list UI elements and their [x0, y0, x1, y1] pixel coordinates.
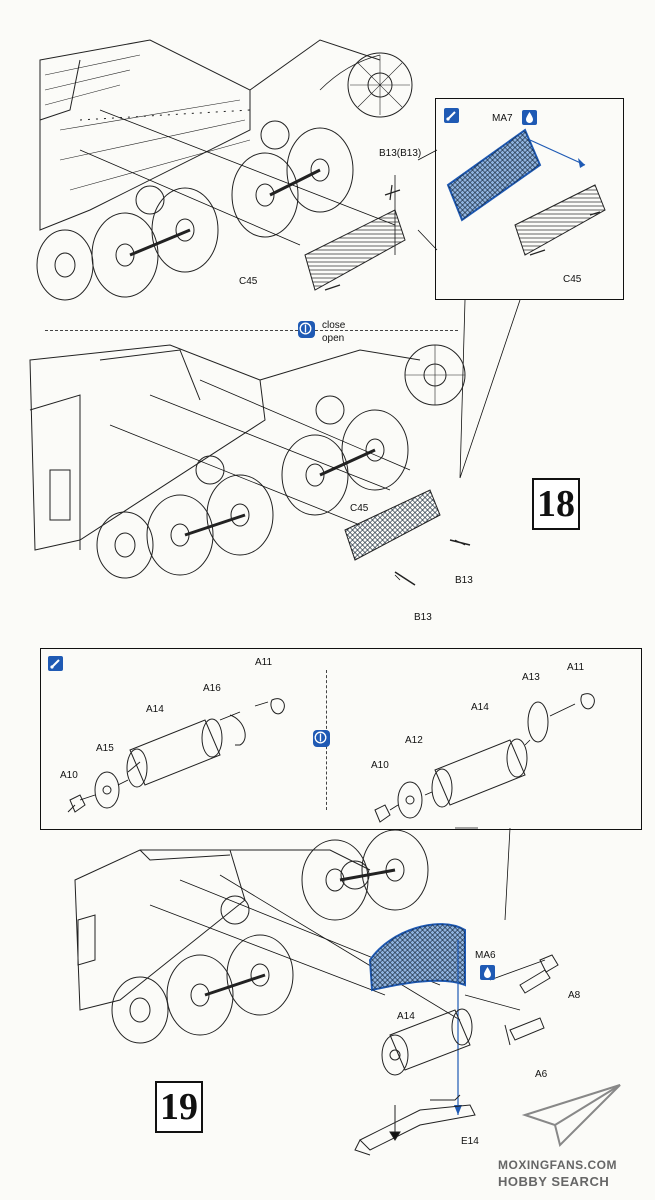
label-e14: E14 [461, 1136, 479, 1147]
label-a11-left: A11 [255, 657, 273, 668]
watermark-line2: HOBBY SEARCH [498, 1174, 610, 1189]
glue-icon [444, 108, 459, 123]
label-b13-bottom: B13 [414, 612, 432, 623]
callout-lines [417, 149, 521, 479]
label-a16: A16 [203, 683, 221, 694]
arrows-19-right [389, 703, 576, 811]
arrows-19-left [79, 701, 269, 801]
muffler-option-right [374, 693, 595, 823]
watermark-line1: MOXINGFANS.COM [498, 1158, 618, 1172]
bracket-e14 [354, 1094, 476, 1156]
mesh-screen-c45-lower [344, 489, 471, 586]
arrows-18b [109, 379, 466, 581]
label-a12: A12 [405, 735, 423, 746]
option-toggle-icon [298, 321, 315, 338]
muffler-a14-main [381, 1008, 473, 1076]
paint-icon [522, 110, 537, 125]
muffler-option-left [67, 698, 285, 813]
label-b13-b13: B13(B13) [379, 148, 422, 159]
hull-step19-drawing [74, 829, 429, 1044]
inset-panel-step18 [435, 98, 624, 300]
mesh-guard-ma6 [368, 923, 466, 1115]
label-close: close [322, 320, 346, 331]
inset-grille [514, 184, 606, 256]
grille-c45-top [304, 184, 406, 291]
label-open: open [322, 333, 345, 344]
label-a6: A6 [535, 1069, 548, 1080]
arrows-19-main [149, 874, 546, 1021]
label-a10-left: A10 [60, 770, 78, 781]
inset-panel-step19 [40, 648, 642, 830]
label-a10-right: A10 [371, 760, 389, 771]
step-number-18: 18 [532, 478, 580, 530]
label-a15: A15 [96, 743, 114, 754]
label-ma7: MA7 [492, 113, 513, 124]
label-a14-main: A14 [397, 1011, 415, 1022]
label-c45-top: C45 [239, 276, 258, 287]
label-c45-inset: C45 [563, 274, 582, 285]
hull-closed-drawing [36, 39, 413, 301]
hull-open-drawing [29, 344, 466, 579]
label-ma6: MA6 [475, 950, 496, 961]
label-c45-lower: C45 [350, 503, 369, 514]
label-a14-right: A14 [471, 702, 489, 713]
inset-mesh-ma7 [446, 128, 586, 222]
label-a14-left: A14 [146, 704, 164, 715]
paint-icon [480, 965, 495, 980]
glue-icon [48, 656, 63, 671]
label-a13: A13 [522, 672, 540, 683]
option-toggle-icon [313, 730, 330, 747]
watermark-plane-logo [521, 1084, 621, 1147]
label-b13-right: B13 [455, 575, 473, 586]
label-a8: A8 [568, 990, 581, 1001]
parts-a8-a6 [504, 954, 559, 1046]
label-a11-right: A11 [567, 662, 585, 673]
divider-dashed-top [45, 330, 458, 331]
step-number-19: 19 [155, 1081, 203, 1133]
